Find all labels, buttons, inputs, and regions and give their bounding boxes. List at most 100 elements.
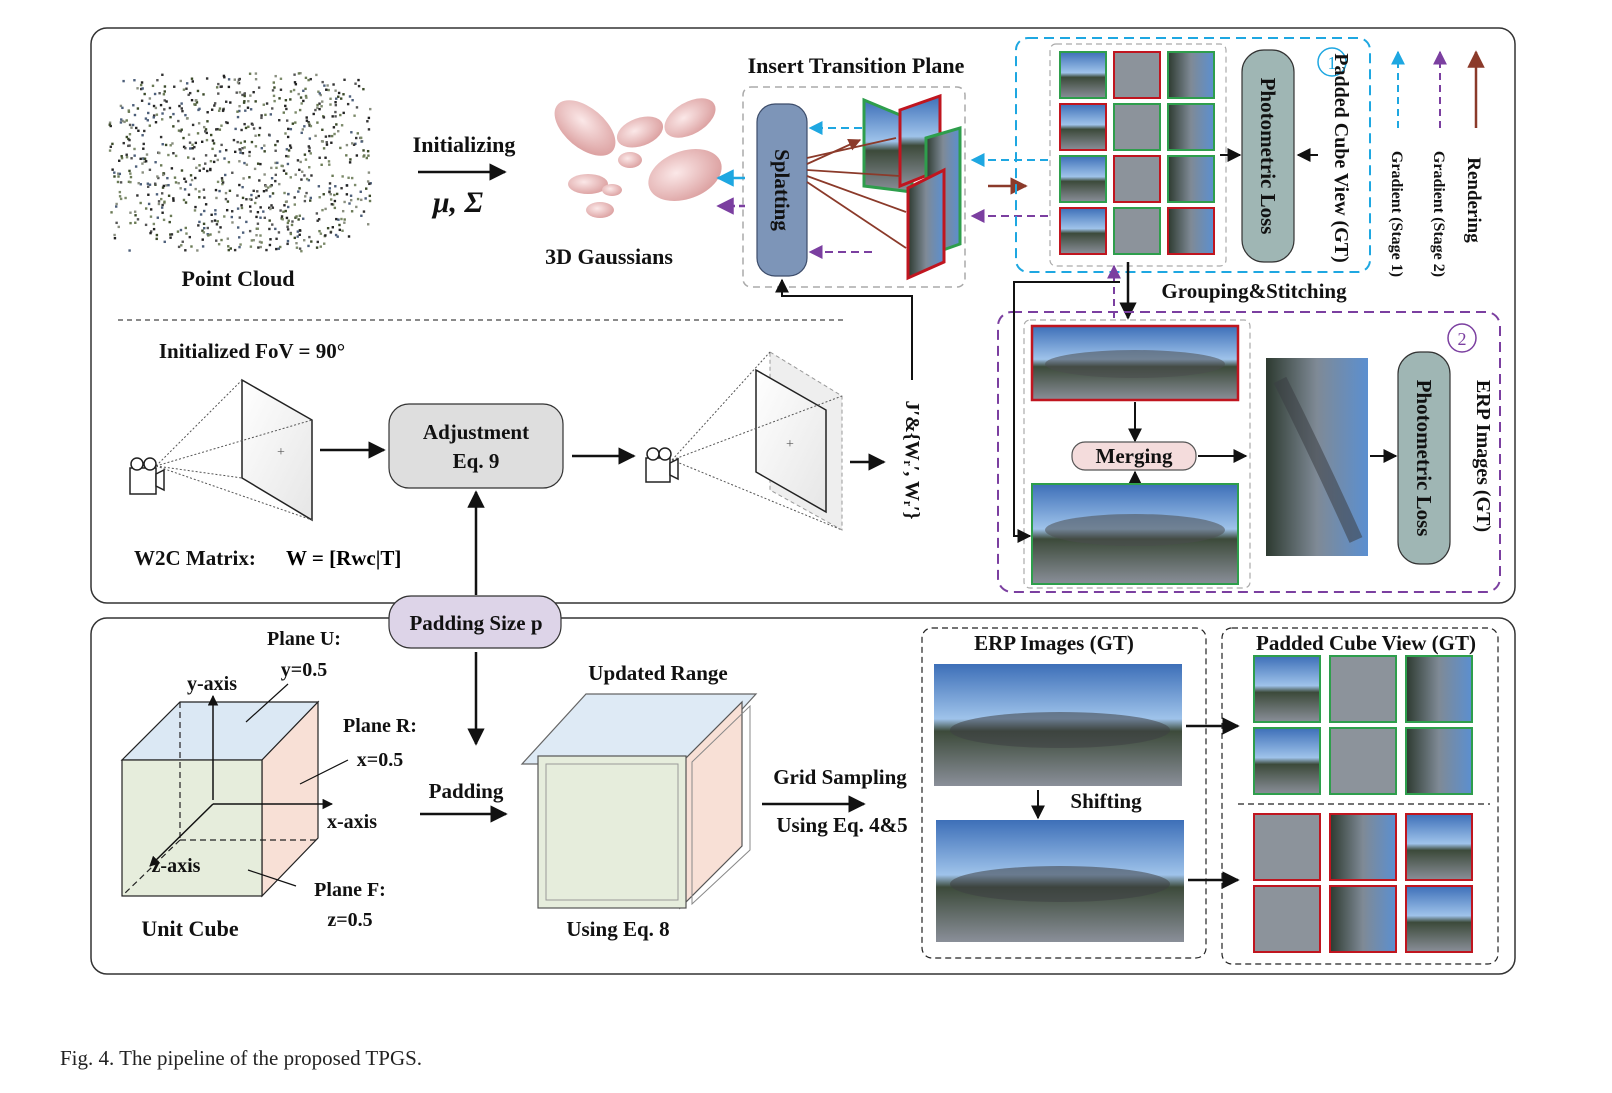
point-cloud-point [182, 198, 186, 202]
point-cloud-point [302, 89, 305, 93]
point-cloud-point [327, 160, 331, 163]
point-cloud-point [303, 153, 307, 156]
point-cloud-point [161, 211, 164, 214]
point-cloud-point [133, 113, 137, 117]
point-cloud-point [318, 102, 321, 105]
stage2-photometric-loss-block [1397, 351, 1451, 565]
point-cloud-point [113, 236, 117, 240]
point-cloud-point [238, 91, 242, 94]
point-cloud-point [352, 143, 356, 146]
point-cloud-point [268, 206, 271, 209]
point-cloud-point [215, 86, 219, 89]
point-cloud-point [219, 85, 222, 89]
point-cloud-point [211, 147, 214, 151]
point-cloud-point [220, 177, 224, 180]
point-cloud-point [184, 201, 188, 204]
padding-label: Padding [429, 779, 504, 803]
point-cloud-point [169, 115, 172, 119]
point-cloud-label: Point Cloud [181, 266, 294, 291]
z-axis-label: z-axis [152, 855, 201, 877]
point-cloud-point [362, 149, 365, 152]
point-cloud-point [220, 124, 223, 127]
top-panel-frame [90, 27, 1516, 604]
merged-erp-image [1266, 358, 1368, 556]
point-cloud-point [201, 229, 204, 232]
point-cloud-point [243, 94, 246, 98]
point-cloud-point [303, 125, 306, 128]
stage2-number: 2 [1458, 329, 1467, 349]
point-cloud-point [184, 249, 187, 252]
point-cloud-point [205, 138, 209, 142]
point-cloud-point [349, 198, 353, 202]
point-cloud-point [162, 93, 166, 96]
point-cloud-point [300, 131, 303, 135]
stage2-number-badge [1447, 323, 1477, 353]
point-cloud-point [144, 117, 148, 120]
point-cloud-point [308, 235, 311, 239]
point-cloud-point [131, 123, 135, 127]
point-cloud-point [139, 157, 142, 161]
point-cloud-point [323, 84, 326, 87]
point-cloud-point [254, 78, 258, 81]
point-cloud-point [289, 146, 293, 149]
point-cloud-point [334, 233, 338, 237]
point-cloud-point [270, 166, 273, 170]
point-cloud-point [223, 76, 226, 79]
point-cloud-point [182, 136, 185, 140]
point-cloud-point [296, 159, 300, 162]
point-cloud-point [183, 188, 187, 191]
point-cloud-point [236, 226, 240, 229]
point-cloud-point [350, 210, 354, 213]
point-cloud-point [260, 116, 263, 120]
point-cloud-point [156, 78, 159, 82]
point-cloud-point [279, 209, 282, 212]
point-cloud-point [161, 143, 164, 146]
point-cloud-point [189, 174, 193, 177]
w2c-label: W2C Matrix: [134, 546, 256, 570]
point-cloud-point [321, 128, 324, 131]
point-cloud-point [139, 201, 142, 205]
point-cloud-point [259, 216, 262, 219]
point-cloud-point [119, 121, 123, 124]
point-cloud-point [209, 233, 212, 236]
gaussians-ellipses [554, 98, 722, 218]
point-cloud-point [128, 169, 131, 173]
point-cloud-point [286, 221, 290, 225]
point-cloud-point [339, 146, 342, 150]
point-cloud-point [275, 237, 278, 241]
point-cloud-point [140, 87, 143, 91]
point-cloud-point [326, 226, 330, 230]
point-cloud-point [341, 209, 345, 213]
point-cloud-point [224, 121, 228, 124]
point-cloud-point [207, 234, 210, 237]
point-cloud-point [299, 72, 302, 75]
point-cloud-point [122, 79, 125, 83]
gaussians-label: 3D Gaussians [545, 244, 673, 269]
point-cloud-point [322, 116, 326, 119]
camera-initial: + [155, 378, 313, 522]
point-cloud-point [196, 89, 200, 93]
point-cloud-point [298, 229, 302, 232]
point-cloud-point [287, 127, 290, 131]
point-cloud-point [304, 76, 308, 80]
point-cloud-point [299, 96, 303, 99]
point-cloud-point [169, 144, 172, 147]
point-cloud-point [289, 98, 292, 101]
point-cloud-point [216, 180, 220, 184]
point-cloud-point [275, 166, 278, 170]
point-cloud-point [367, 223, 370, 226]
point-cloud-point [237, 78, 241, 82]
padded-cube-green-grid [1253, 655, 1473, 795]
point-cloud-point [273, 99, 276, 103]
point-cloud-point [359, 190, 362, 193]
point-cloud-point [314, 134, 317, 138]
point-cloud-point [271, 223, 274, 226]
point-cloud-point [365, 156, 368, 160]
point-cloud-point [218, 107, 222, 110]
initializing-label: Initializing [413, 132, 516, 157]
point-cloud-point [304, 195, 307, 198]
point-cloud-point [161, 186, 165, 189]
point-cloud-point [287, 149, 291, 152]
cube-view-tile [1059, 155, 1107, 203]
point-cloud-point [140, 99, 144, 102]
